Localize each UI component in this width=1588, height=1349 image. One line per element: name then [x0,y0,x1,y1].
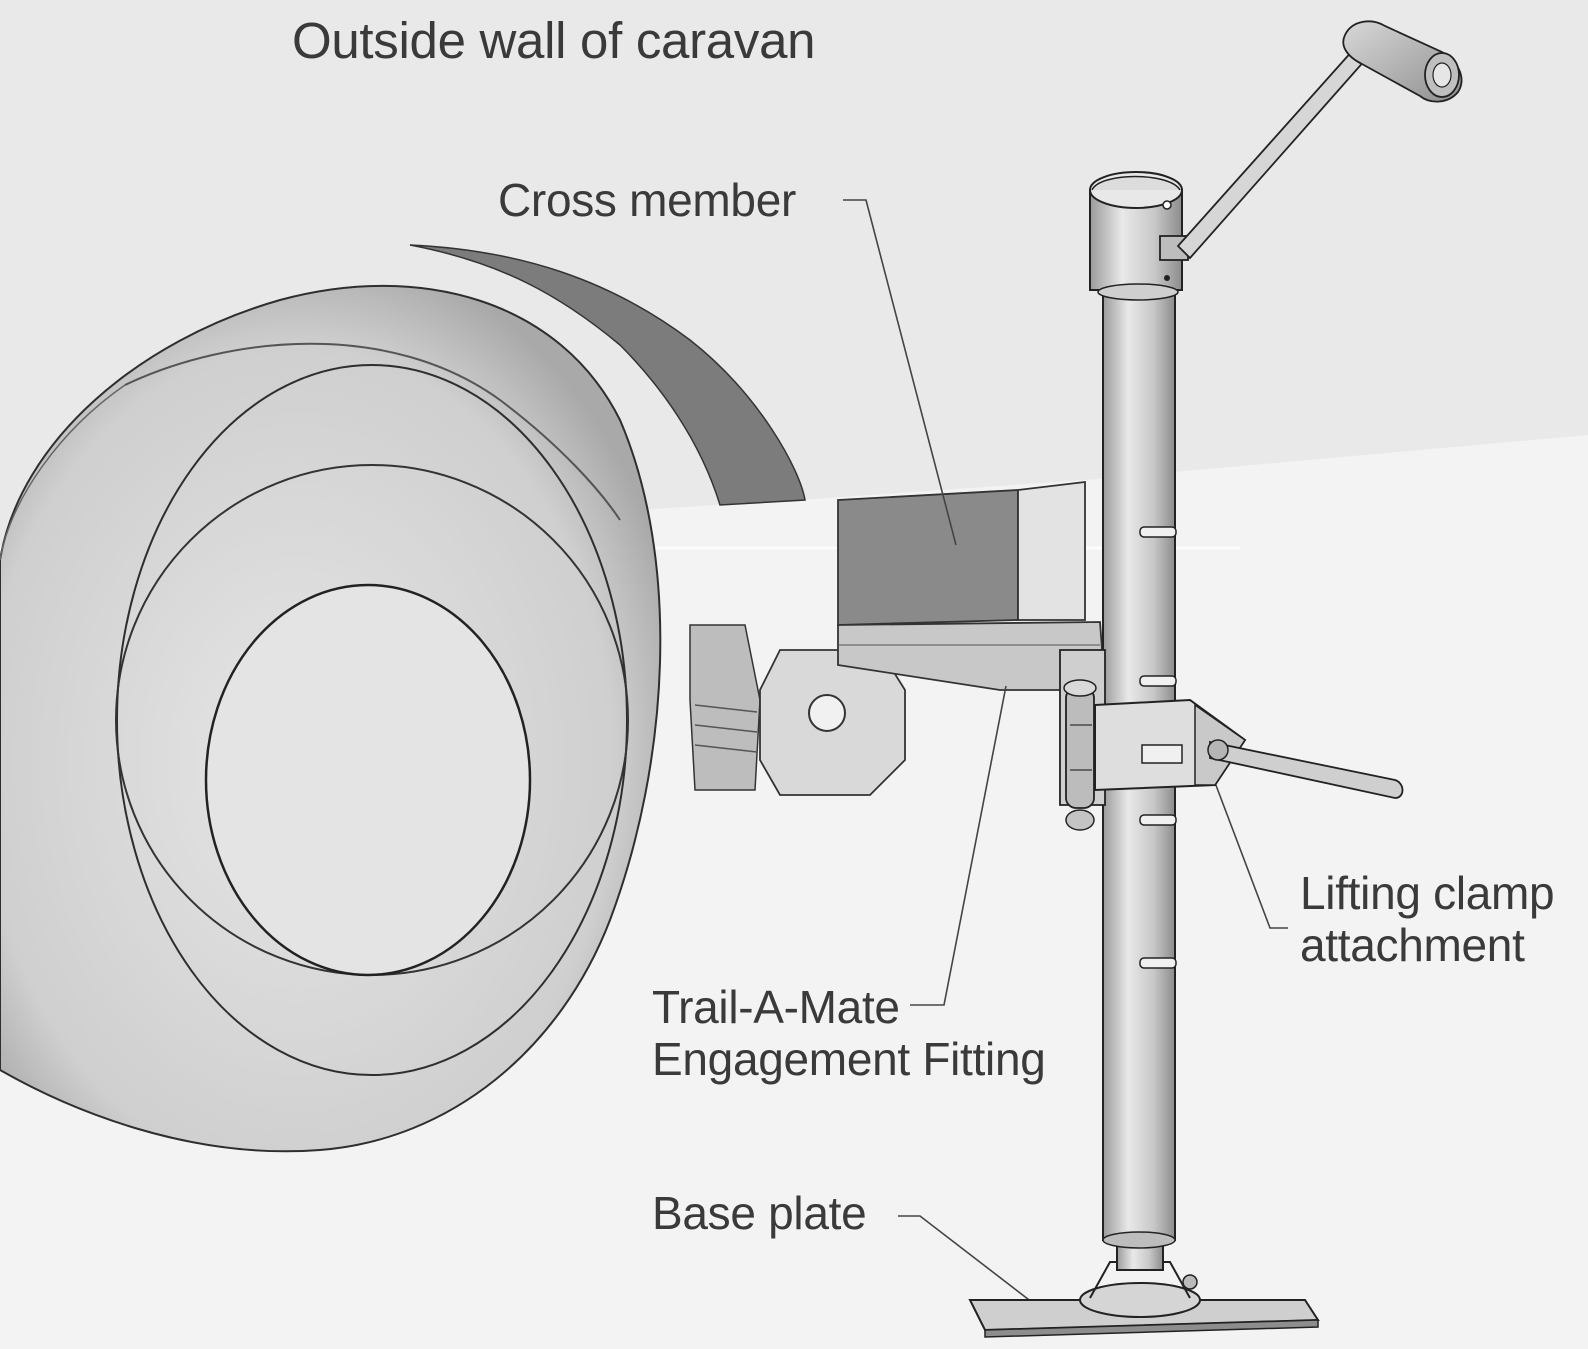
lifting-clamp-leader [1213,779,1288,929]
lifting-clamp-label-line1: Lifting clamp [1300,867,1555,919]
leaf-spring [689,624,761,791]
clamp-handle [1209,740,1404,799]
trail-a-mate-label: Trail-A-Mate Engagement Fitting [652,981,1046,1085]
shackle-hole [808,694,846,732]
lifting-clamp-label: Lifting clamp attachment [1300,867,1555,971]
trail-a-mate-leader [910,685,1007,1006]
trail-a-mate-label-line1: Trail-A-Mate [652,981,900,1033]
trail-a-mate-label-line2: Engagement Fitting [652,1032,1046,1085]
wheel-arch [409,244,806,506]
base-plate-label: Base plate [652,1187,867,1239]
swivel-foot [1079,1282,1201,1318]
cross-member-front [837,489,1019,626]
cross-member-side [1017,480,1086,621]
cross-member-leader [843,199,957,546]
outside-wall-label: Outside wall of caravan [292,12,816,69]
tyre-tread-arc [124,342,621,521]
cross-member-label: Cross member [498,174,797,226]
base-plate-leader [898,1215,1038,1307]
lifting-clamp-label-line2: attachment [1300,918,1525,971]
chassis-rail [837,621,1106,691]
wheel-hub [204,583,532,977]
